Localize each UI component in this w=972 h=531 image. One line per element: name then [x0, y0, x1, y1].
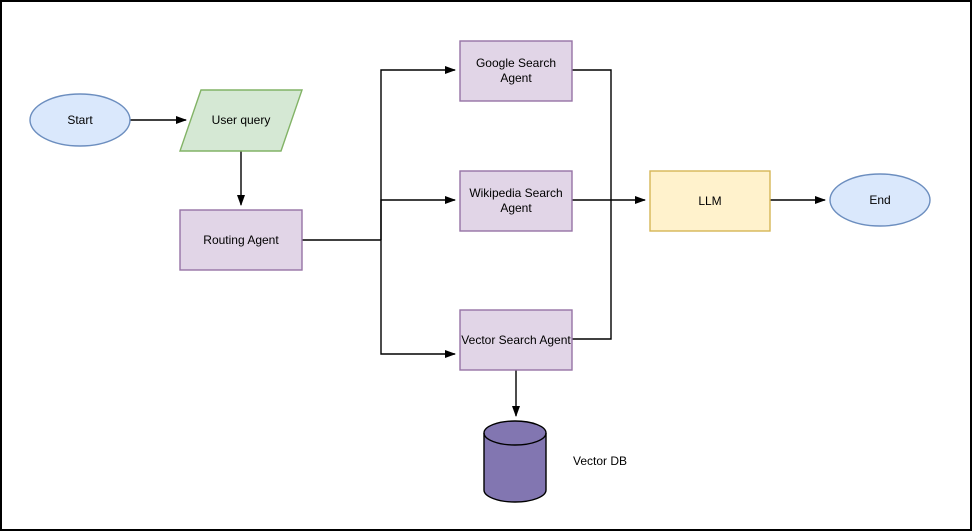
edge-routing-agent-to-google-search-agent: [380, 66, 456, 240]
user-query-node: User query: [179, 89, 303, 152]
edge-routing-agent-to-vector-search-agent: [380, 240, 456, 358]
edge-layer: [130, 66, 826, 417]
vector-search-agent-label: Vector Search Agent: [461, 332, 571, 347]
start-label: Start: [67, 112, 93, 127]
routing-agent-node: Routing Agent: [179, 209, 303, 271]
wikipedia-search-agent-shape: [459, 170, 573, 232]
edge-routing-agent-to-wikipedia-search-agent: [380, 196, 456, 240]
vector-db-shape: [483, 420, 547, 503]
vector-search-agent-node: Vector Search Agent: [459, 309, 573, 371]
vector-db-shape-top-rim: [483, 432, 547, 446]
llm-shape: [649, 170, 771, 232]
start-shape: [29, 93, 131, 147]
vector-search-agent-shape: [459, 309, 573, 371]
edge-vector-search-agent-to-llm: [572, 200, 612, 340]
llm-node: LLM: [649, 170, 771, 232]
user-query-shape: [179, 89, 303, 152]
end-label: End: [869, 192, 891, 207]
edge-google-search-agent-to-llm: [572, 69, 612, 200]
user-query-label: User query: [211, 113, 271, 127]
vector-db-node: Vector DB: [483, 420, 628, 503]
end-shape: [829, 173, 931, 227]
routing-agent-shape: [179, 209, 303, 271]
wikipedia-search-agent-label: Wikipedia Search Agent: [469, 186, 563, 215]
end-node: End: [829, 173, 931, 227]
wikipedia-search-agent-node: Wikipedia Search Agent: [459, 170, 573, 232]
google-search-agent-label: Google Search Agent: [475, 56, 557, 85]
google-search-agent-node: Google Search Agent: [459, 40, 573, 102]
llm-label: LLM: [698, 193, 722, 208]
vector-db-label: Vector DB: [572, 453, 628, 468]
routing-agent-label: Routing Agent: [203, 232, 279, 247]
google-search-agent-shape: [459, 40, 573, 102]
start-node: Start: [29, 93, 131, 147]
